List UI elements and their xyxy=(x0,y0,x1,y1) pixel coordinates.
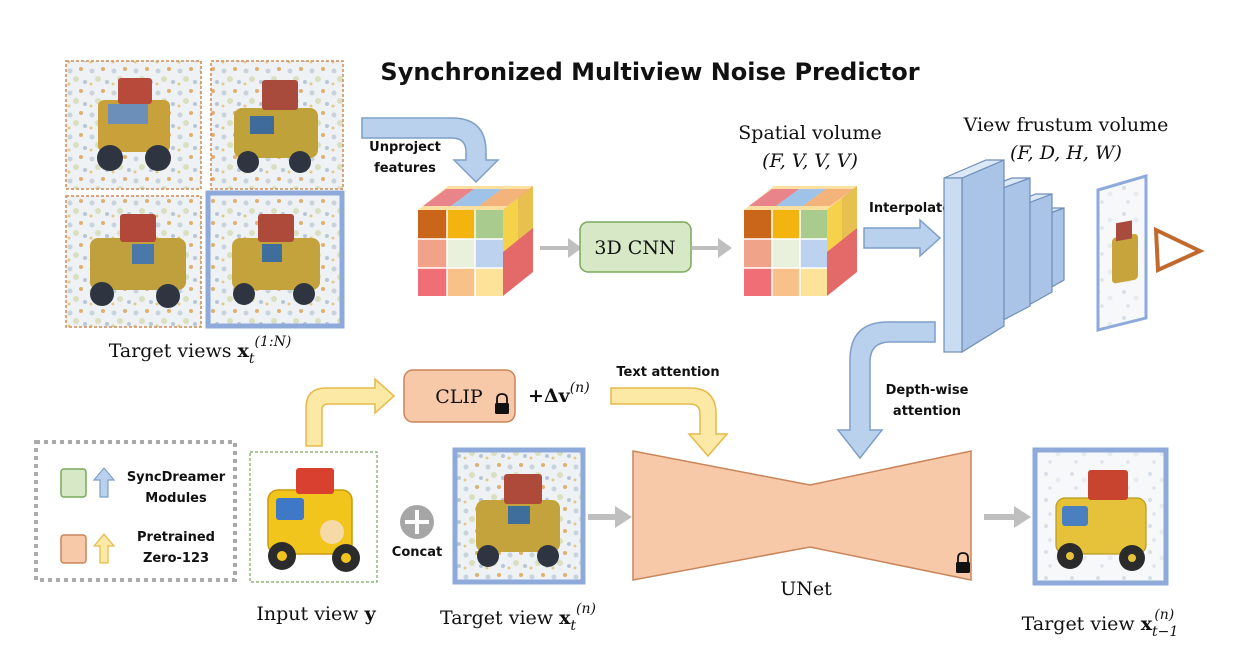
target-view-caption: Target view xt(n) xyxy=(440,601,596,634)
target-view-tile xyxy=(210,60,344,190)
target-views-grid xyxy=(65,60,345,329)
unet-label: UNet xyxy=(780,578,832,600)
concat-label: Concat xyxy=(392,545,442,560)
spatial-volume-cube xyxy=(744,186,857,296)
lock-icon xyxy=(956,552,970,573)
legend-swatch-sync xyxy=(60,468,87,498)
legend-pretrained-label: Zero-123 xyxy=(143,551,209,566)
flow-arrow xyxy=(984,506,1031,528)
clip-module xyxy=(403,369,516,423)
noisy-toy-icon xyxy=(232,214,320,305)
text-attention-label: Text attention xyxy=(616,365,719,380)
flow-arrow xyxy=(540,238,582,258)
noisy-toy-icon xyxy=(90,214,186,308)
output-view-caption: Target view xt−1(n) xyxy=(1022,607,1179,640)
legend-arrow-pretrained xyxy=(92,533,116,564)
legend-pretrained-label: Pretrained xyxy=(137,530,215,545)
view-frustum-volume xyxy=(943,159,1065,354)
unproject-label: features xyxy=(374,161,436,176)
spatial-volume-dims: (F, V, V, V) xyxy=(762,150,858,172)
input-view-image xyxy=(249,451,378,583)
cnn-label: 3D CNN xyxy=(594,237,675,259)
target-view-image xyxy=(452,447,586,585)
unproject-arrow xyxy=(361,117,500,184)
target-view-tile-selected xyxy=(205,190,345,329)
legend-sync-label: Modules xyxy=(145,491,207,506)
clip-input-arrow xyxy=(305,377,396,447)
unet-module xyxy=(632,450,972,581)
legend-swatch-pretrained xyxy=(60,534,87,564)
noisy-toy-icon xyxy=(234,80,318,173)
view-frustum-label: View frustum volume xyxy=(963,114,1169,136)
cnn-module xyxy=(579,221,692,273)
spatial-volume-label: Spatial volume xyxy=(738,122,881,144)
depth-attention-label: Depth-wise xyxy=(886,383,969,398)
target-views-caption: Target views xt(1:N) xyxy=(109,334,292,367)
input-view-caption: Input view y xyxy=(256,603,376,625)
noisy-toy-icon xyxy=(97,78,171,171)
unproject-label: Unproject xyxy=(369,140,441,155)
projected-view-image xyxy=(1096,174,1148,332)
diagram-title: Synchronized Multiview Noise Predictor xyxy=(380,58,919,86)
feature-cube xyxy=(418,186,533,296)
delta-v-label: +Δv(n) xyxy=(528,380,590,407)
view-frustum-dims: (F, D, H, W) xyxy=(1010,142,1122,164)
camera-frustum-icon xyxy=(1153,226,1205,274)
legend-box: SyncDreamer Modules Pretrained Zero-123 xyxy=(34,440,237,582)
interpolate-arrow xyxy=(863,218,942,258)
flow-arrow xyxy=(692,238,732,258)
interpolate-label: Interpolate xyxy=(869,201,951,216)
legend-arrow-sync xyxy=(92,467,116,498)
lock-icon xyxy=(495,393,509,414)
text-attention-arrow xyxy=(610,387,729,458)
depth-attention-label: attention xyxy=(893,404,961,419)
target-view-tile xyxy=(65,60,202,190)
flow-arrow xyxy=(588,506,632,528)
clip-label: CLIP xyxy=(435,386,483,408)
legend-sync-label: SyncDreamer xyxy=(127,470,226,485)
circle-plus-icon xyxy=(400,505,434,539)
depth-attention-arrow xyxy=(836,321,936,460)
output-view-image xyxy=(1032,447,1169,586)
target-view-tile xyxy=(65,195,202,328)
